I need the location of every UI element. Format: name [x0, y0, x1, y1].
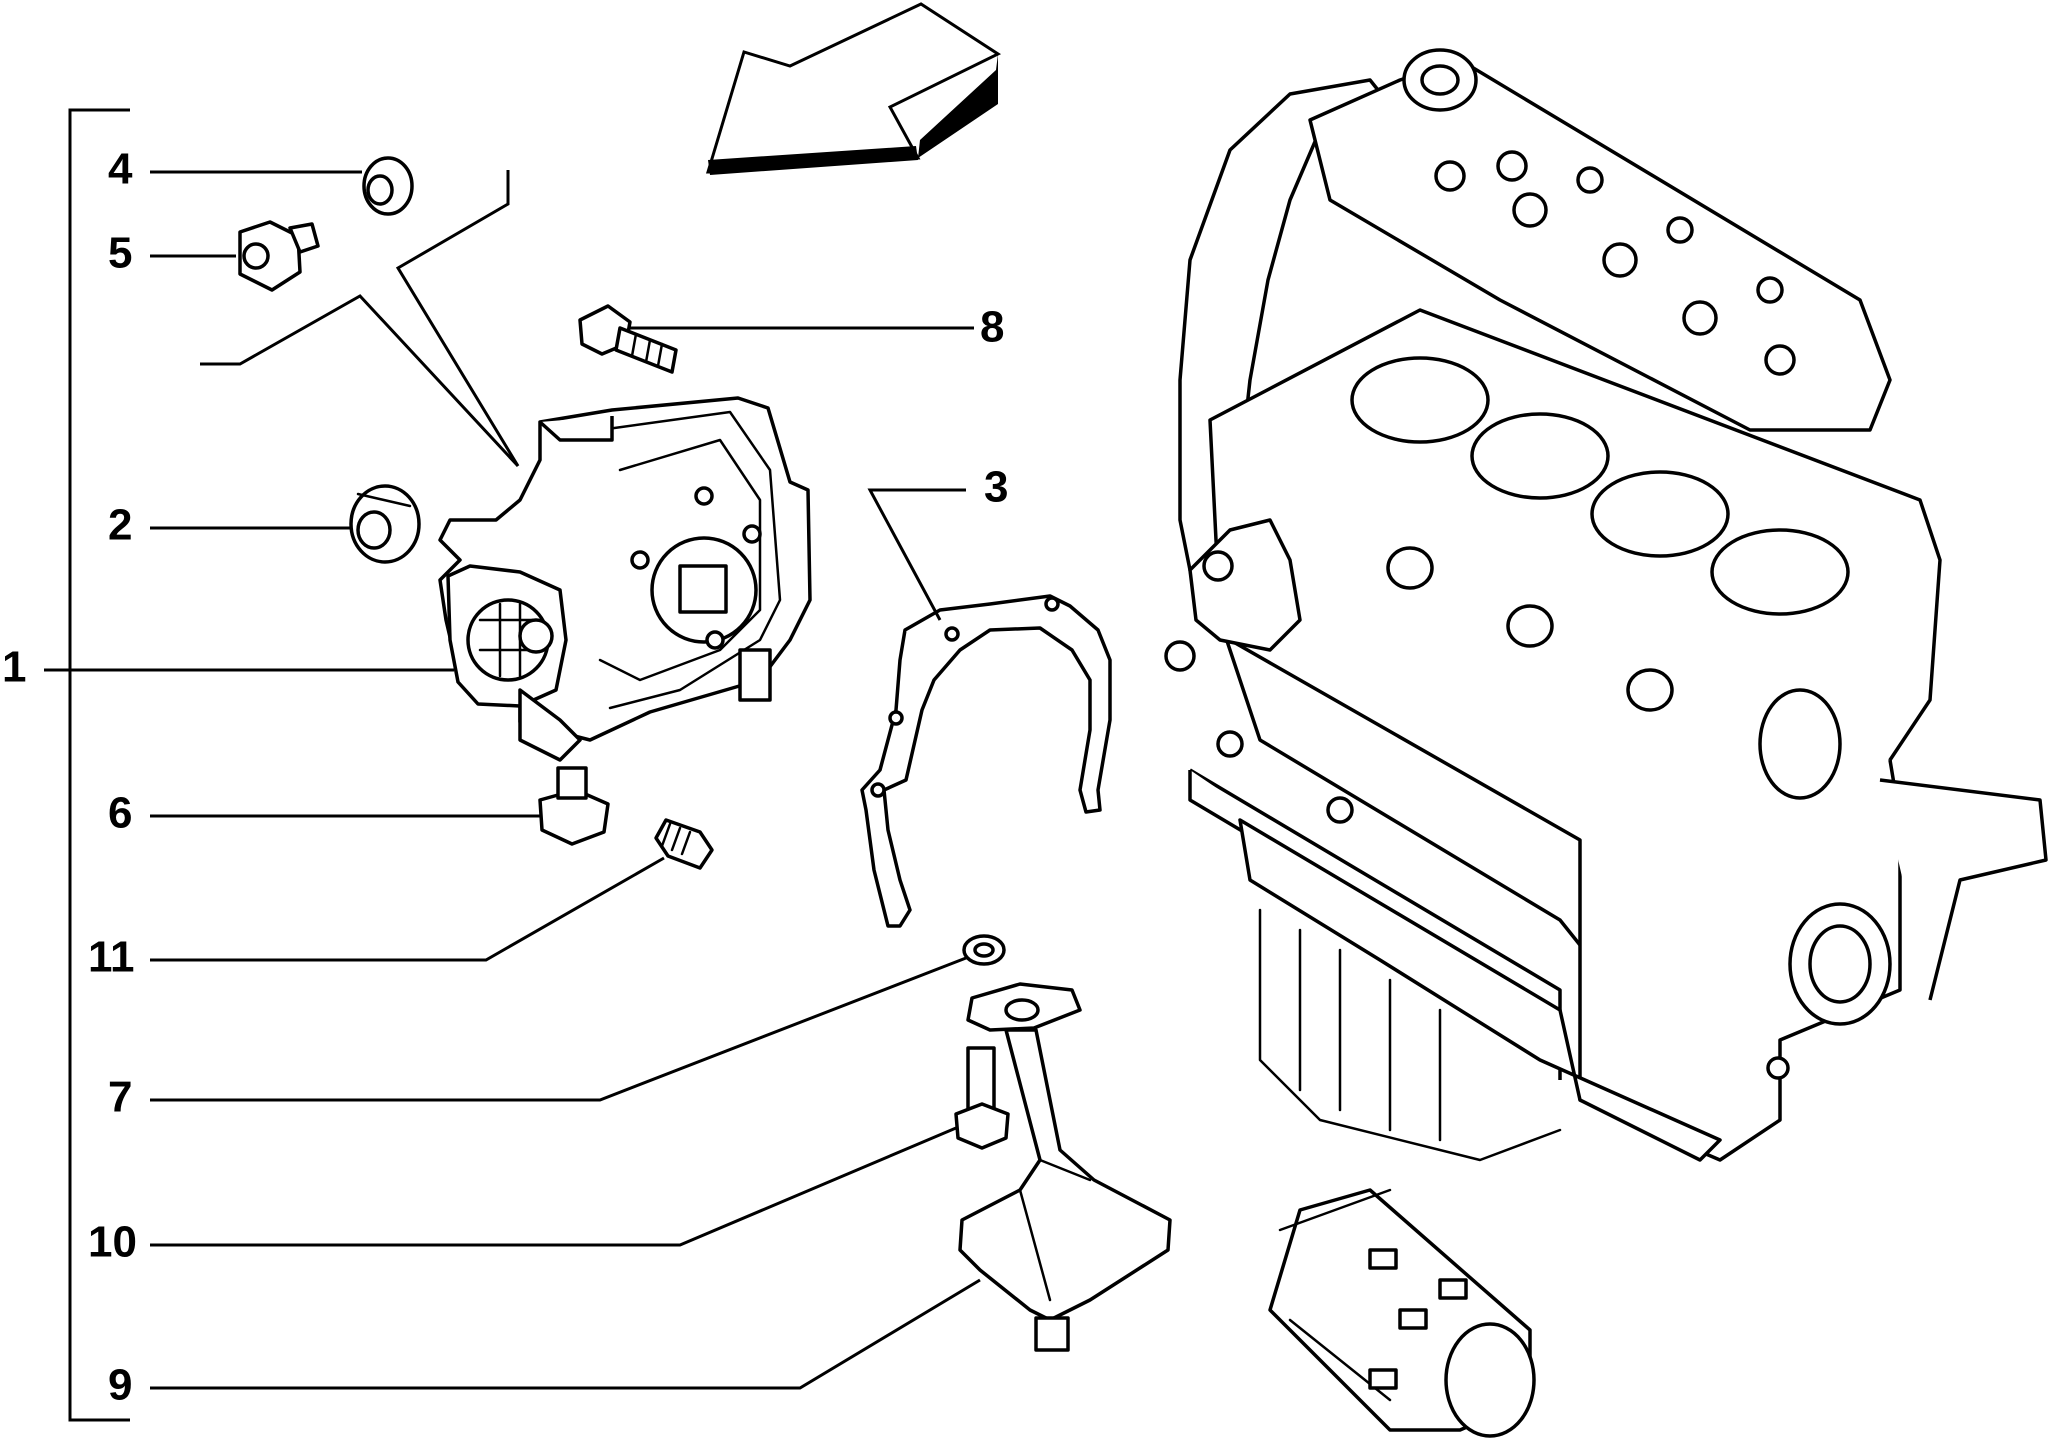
part-7-washer [962, 934, 1006, 966]
part-4-seal-ring [362, 156, 414, 216]
engine-block [1164, 48, 2048, 1162]
callout-10: 10 [88, 1218, 137, 1267]
part-5-plug [238, 220, 320, 292]
oil-filter [1268, 1188, 1536, 1438]
part-2-oil-seal [349, 484, 421, 564]
group-bracket [68, 108, 130, 1422]
leader-10 [150, 1126, 957, 1247]
leader-lines [44, 170, 981, 1390]
part-11-threaded-stud [654, 818, 714, 870]
direction-arrow [705, 2, 1002, 175]
callout-4: 4 [108, 145, 133, 194]
callout-6: 6 [108, 789, 132, 838]
callout-8: 8 [980, 303, 1004, 352]
oil-pump-cover [438, 396, 812, 762]
part-3-gasket [860, 594, 1112, 928]
callout-5: 5 [108, 229, 132, 278]
callout-labels: 4 5 8 2 3 1 6 11 7 10 9 [2, 145, 1008, 1410]
leader-9 [150, 1278, 981, 1390]
callout-11: 11 [88, 933, 135, 982]
leader-3 [867, 488, 966, 621]
callout-7: 7 [108, 1073, 132, 1122]
part-6-drain-plug [538, 766, 610, 846]
callout-3: 3 [984, 463, 1008, 512]
callout-9: 9 [108, 1361, 132, 1410]
pointer-line-a [395, 170, 520, 467]
callout-1: 1 [2, 643, 26, 692]
callout-2: 2 [108, 501, 132, 550]
part-9-oil-strainer [958, 982, 1172, 1352]
part-10-bolt [954, 1046, 1010, 1150]
leader-11 [150, 856, 665, 962]
pointer-line-b [200, 294, 520, 468]
part-8-bolt [578, 304, 678, 374]
leader-7 [150, 956, 967, 1102]
